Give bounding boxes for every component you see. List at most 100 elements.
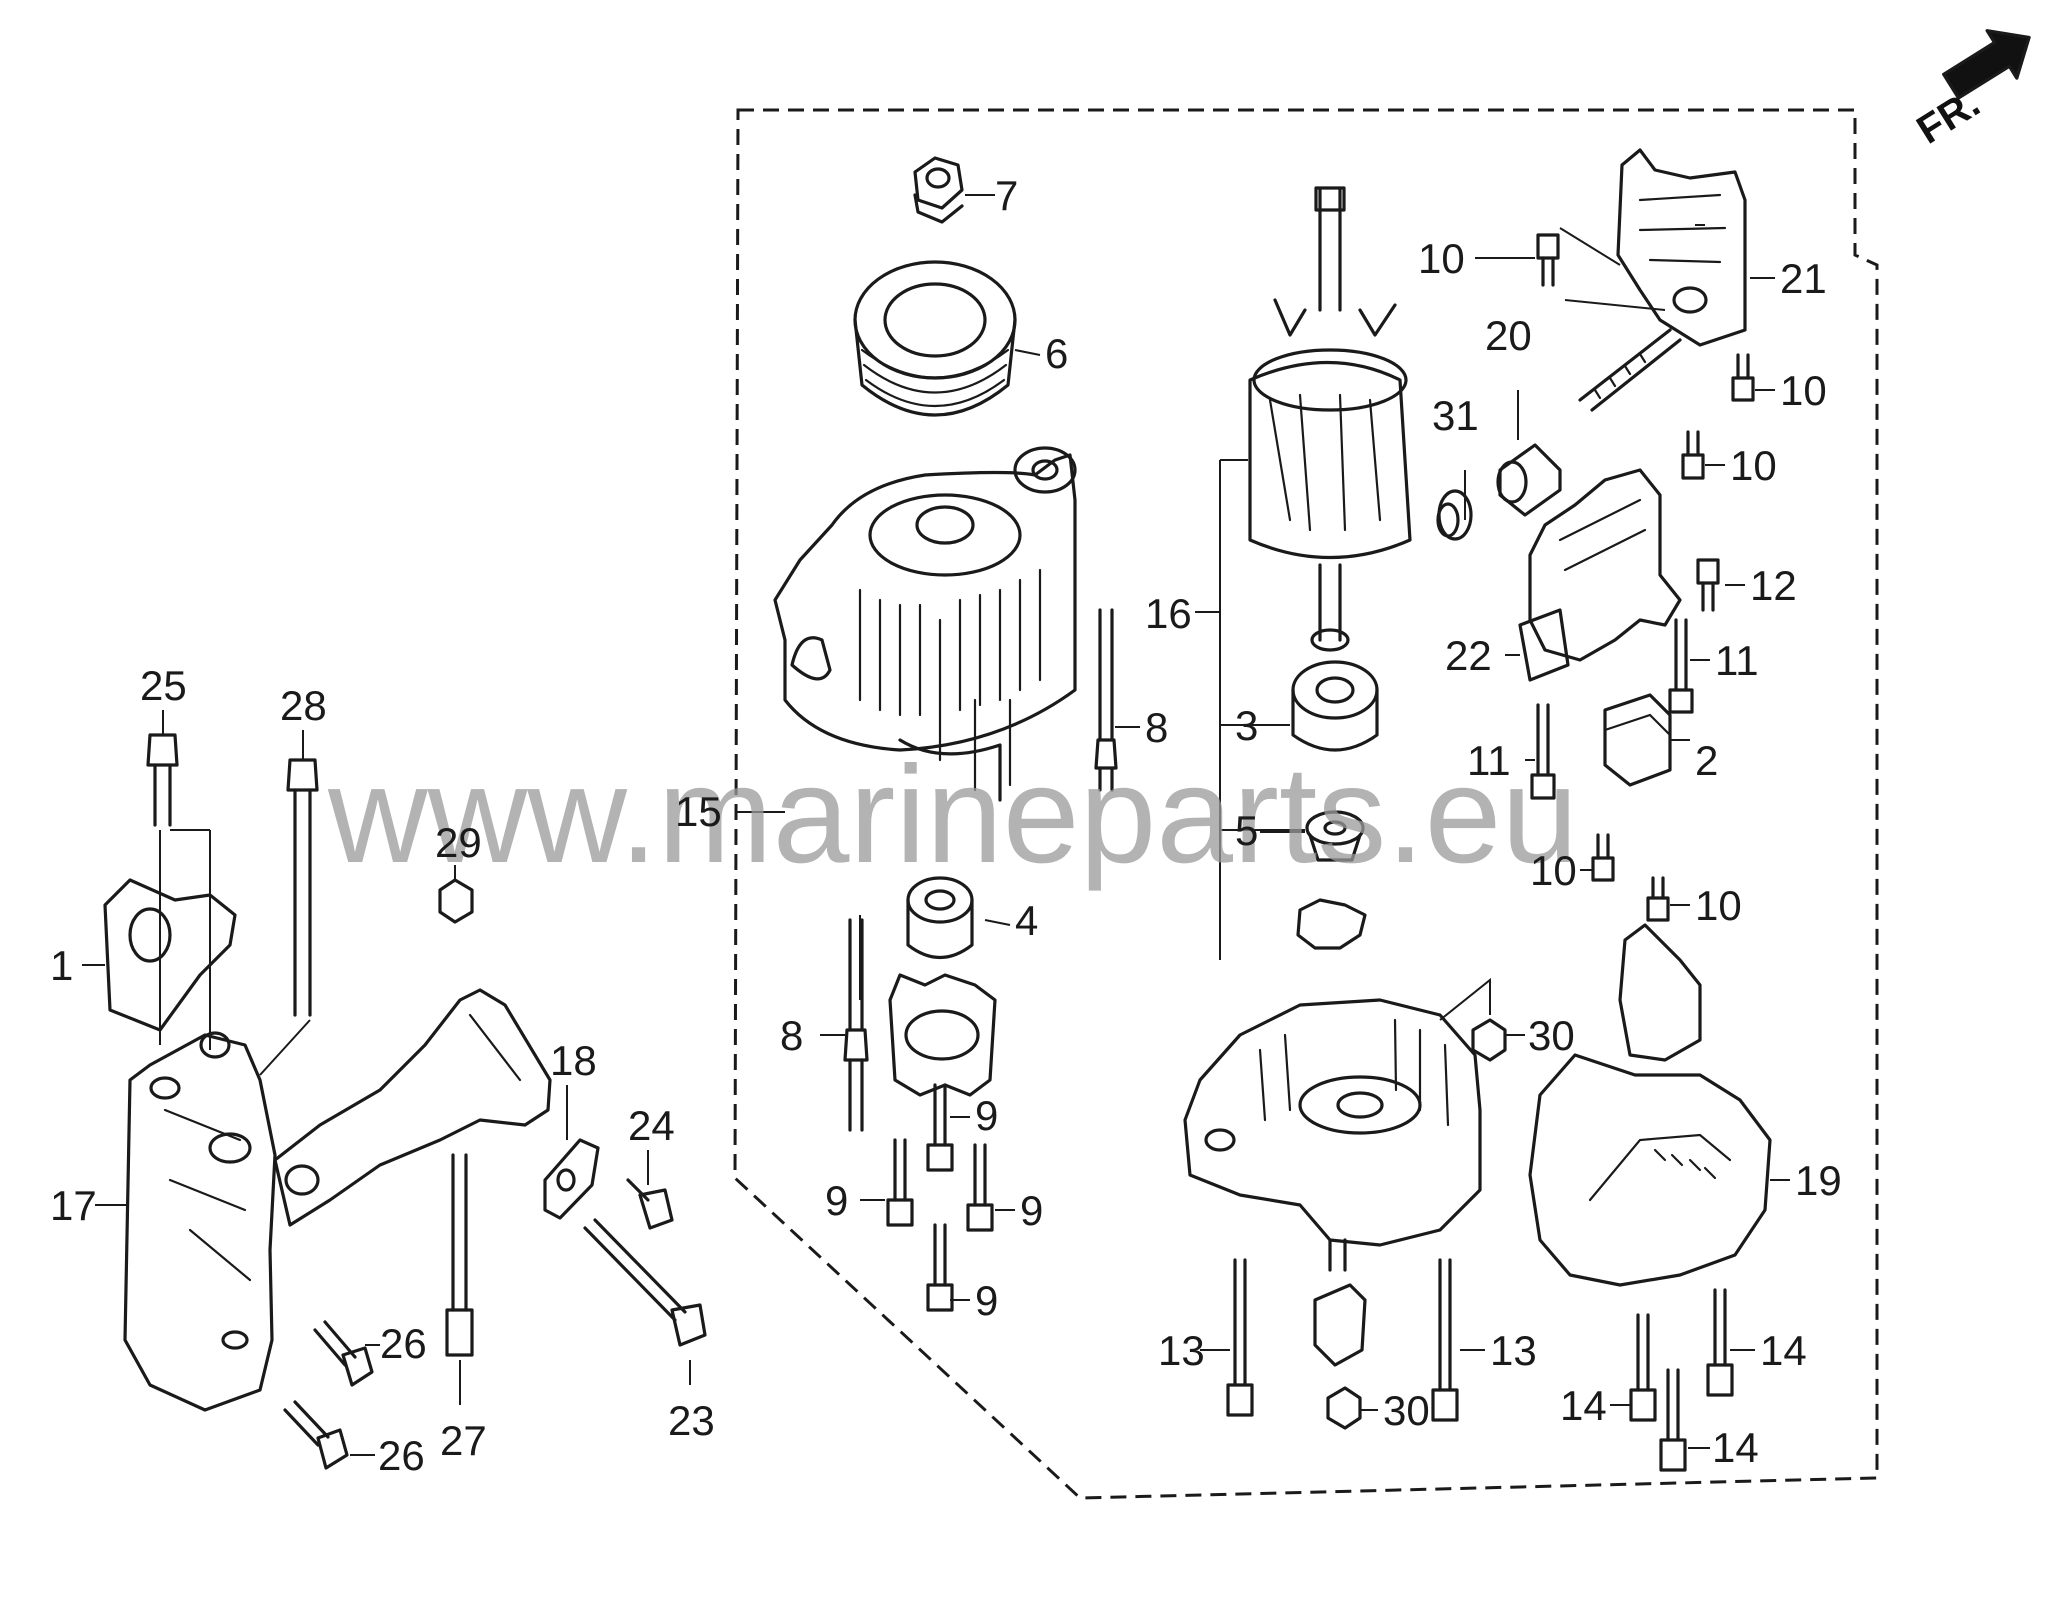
callout-14-a: 14	[1760, 1327, 1807, 1374]
bolt-part-13-b	[1431, 1258, 1459, 1422]
callout-3: 3	[1235, 702, 1258, 749]
bolt-part-14-a	[1706, 1288, 1734, 1397]
pulley-part-6	[853, 260, 1017, 417]
rotor-part-16	[1248, 186, 1412, 652]
leader-lines	[82, 194, 1790, 1456]
callout-9-c: 9	[1020, 1187, 1043, 1234]
watermark-text: www.marineparts.eu	[327, 738, 1578, 892]
bearing-retainer-plate	[888, 973, 997, 1097]
bolt-part-14-c	[1659, 1368, 1687, 1472]
bolt-part-26-a	[313, 1320, 374, 1387]
nut-part-30-b	[1326, 1386, 1362, 1430]
callout-7: 7	[995, 172, 1018, 219]
pulley-nut-part-7	[913, 156, 964, 224]
callout-11-a: 11	[1715, 637, 1759, 684]
screw-part-11-b	[1530, 703, 1556, 800]
callout-20: 20	[1485, 312, 1532, 359]
bolt-part-10-a	[1536, 233, 1560, 287]
callout-8-upper: 8	[1145, 704, 1168, 751]
callout-28: 28	[280, 682, 327, 729]
bolt-part-10-d	[1591, 833, 1615, 882]
screw-part-9-c	[966, 1143, 994, 1232]
cover-bracket	[1618, 923, 1702, 1062]
callout-6: 6	[1045, 330, 1068, 377]
alternator-assembly-boundary	[733, 108, 1879, 1500]
callout-14-c: 14	[1712, 1424, 1759, 1471]
screw-part-11-a	[1668, 618, 1694, 714]
bearing-part-3	[1291, 660, 1379, 752]
mounting-bracket-part-1	[103, 878, 237, 1032]
callout-8-lower: 8	[780, 1012, 803, 1059]
alternator-body-part-15	[773, 446, 1077, 802]
bolt-part-26-b	[283, 1400, 349, 1470]
callout-10-d: 10	[1530, 847, 1577, 894]
bolt-part-24	[626, 1178, 674, 1230]
bolt-part-13-a	[1226, 1258, 1254, 1417]
bearing-part-4	[906, 876, 974, 959]
callout-15: 15	[675, 788, 722, 835]
callout-12: 12	[1750, 562, 1797, 609]
callout-9-b: 9	[825, 1177, 848, 1224]
screw-part-9-a	[926, 1083, 954, 1172]
callout-10-a: 10	[1418, 235, 1465, 282]
callout-30-b: 30	[1383, 1387, 1430, 1434]
callout-16: 16	[1145, 590, 1192, 637]
callout-24: 24	[628, 1102, 675, 1149]
stay-part-18	[543, 1138, 600, 1220]
callout-4: 4	[1015, 897, 1038, 944]
callout-22: 22	[1445, 632, 1492, 679]
front-direction-label: FR.	[1909, 81, 1987, 152]
stud-part-27	[445, 1153, 474, 1357]
callout-27: 27	[440, 1417, 487, 1464]
callout-29: 29	[435, 819, 482, 866]
bolt-part-10-e	[1646, 876, 1670, 922]
callout-2: 2	[1695, 737, 1718, 784]
callout-21: 21	[1780, 255, 1827, 302]
through-bolt-part-8-lower	[843, 918, 869, 1132]
callout-14-b: 14	[1560, 1382, 1607, 1429]
callout-13-a: 13	[1158, 1327, 1205, 1374]
callout-1: 1	[50, 942, 73, 989]
stud-part-28	[286, 758, 319, 1017]
adjusting-arm	[273, 988, 552, 1227]
callout-30-a: 30	[1528, 1012, 1575, 1059]
rectifier-part-22	[1518, 468, 1682, 682]
nut-part-30-a	[1471, 1018, 1507, 1062]
callout-13-b: 13	[1490, 1327, 1537, 1374]
regulator-part-21	[1578, 148, 1747, 412]
callout-10-c: 10	[1730, 442, 1777, 489]
screw-part-9-d	[926, 1223, 954, 1312]
callout-19: 19	[1795, 1157, 1842, 1204]
terminal-plate	[1313, 1283, 1367, 1367]
bolt-part-23	[583, 1218, 707, 1347]
terminal-block-part-2	[1603, 693, 1672, 787]
callout-10-e: 10	[1695, 882, 1742, 929]
callout-9-a: 9	[975, 1092, 998, 1139]
front-direction-arrow-icon	[1942, 29, 2031, 100]
callout-26-a: 26	[380, 1320, 427, 1367]
screw-part-9-b	[886, 1138, 914, 1227]
bolt-part-10-b	[1731, 353, 1755, 402]
bolt-part-10-c	[1681, 430, 1705, 480]
bolt-part-25	[146, 733, 179, 827]
callout-23: 23	[668, 1397, 715, 1444]
callout-11-b: 11	[1467, 737, 1511, 784]
collar-part-31	[1436, 489, 1473, 541]
retaining-clip	[1296, 898, 1367, 950]
callout-25: 25	[140, 662, 187, 709]
callout-9-d: 9	[975, 1277, 998, 1324]
rear-cover-part-19	[1528, 1053, 1772, 1287]
callout-5: 5	[1235, 807, 1258, 854]
bolt-part-12	[1696, 558, 1720, 612]
through-bolt-part-8-upper	[1094, 608, 1118, 792]
callout-17: 17	[50, 1182, 97, 1229]
callout-31: 31	[1432, 392, 1479, 439]
callout-10-b: 10	[1780, 367, 1827, 414]
callout-26-b: 26	[378, 1432, 425, 1479]
rear-housing	[1183, 998, 1482, 1272]
bolt-part-14-b	[1629, 1313, 1657, 1422]
callout-18: 18	[550, 1037, 597, 1084]
bushing-part-20	[1496, 443, 1562, 517]
